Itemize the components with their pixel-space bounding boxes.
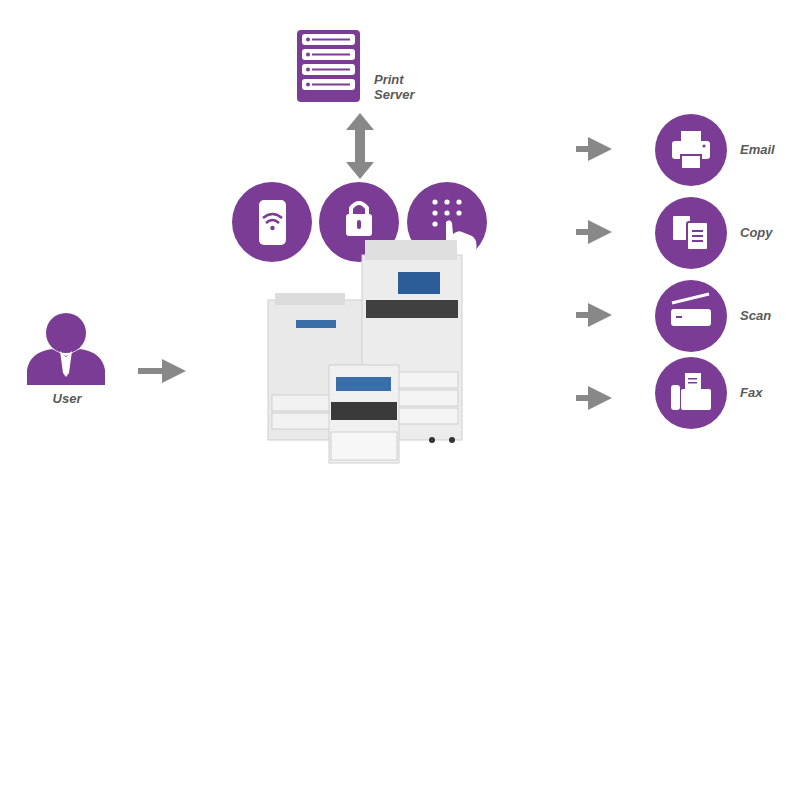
scan-icon	[655, 280, 727, 352]
nfc-circle	[232, 182, 312, 262]
node-label: User	[22, 391, 112, 406]
server-node: Print Server	[296, 28, 426, 108]
node-label: Copy	[740, 225, 785, 240]
node-label: Print Server	[374, 72, 426, 102]
user-node: User	[22, 310, 112, 412]
input-arrow	[138, 368, 174, 374]
output-node: Copy	[655, 196, 785, 270]
node-label: Email	[740, 142, 785, 157]
node-label: Scan	[740, 308, 785, 323]
output-node: Fax	[655, 356, 785, 430]
output-node: Scan	[655, 279, 785, 353]
output-arrows	[576, 149, 600, 398]
printer-photo	[268, 240, 462, 463]
user-icon	[27, 313, 105, 385]
fax-icon	[655, 357, 727, 429]
node-label: Fax	[740, 385, 785, 400]
server-icon	[297, 30, 360, 102]
double-arrow	[346, 113, 374, 179]
email-icon	[655, 114, 727, 186]
copy-icon	[655, 197, 727, 269]
output-node: Email	[655, 113, 785, 187]
